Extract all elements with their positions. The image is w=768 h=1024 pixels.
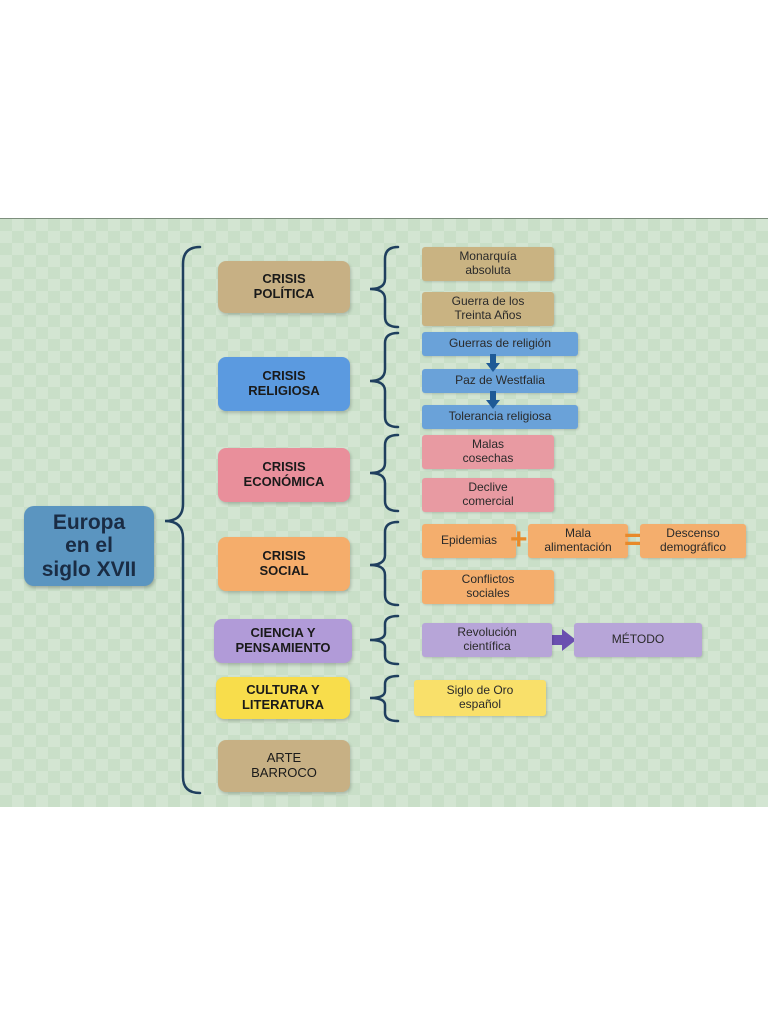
equals-icon: = bbox=[624, 523, 642, 556]
item-guerra-treinta-anos: Guerra de los Treinta Años bbox=[422, 292, 554, 326]
category-crisis-social: CRISIS SOCIAL bbox=[218, 537, 350, 591]
brace-cultura bbox=[369, 674, 400, 723]
category-crisis-economica: CRISIS ECONÓMICA bbox=[218, 448, 350, 502]
item-guerras-religion: Guerras de religión bbox=[422, 332, 578, 356]
category-arte-barroco: ARTE BARROCO bbox=[218, 740, 350, 792]
category-crisis-religiosa: CRISIS RELIGIOSA bbox=[218, 357, 350, 411]
category-cultura-literatura: CULTURA Y LITERATURA bbox=[216, 677, 350, 719]
arrow-down-icon bbox=[486, 391, 500, 409]
plus-icon: + bbox=[510, 523, 528, 556]
item-monarquia-absoluta: Monarquía absoluta bbox=[422, 247, 554, 281]
item-paz-westfalia: Paz de Westfalia bbox=[422, 369, 578, 393]
category-crisis-politica: CRISIS POLÍTICA bbox=[218, 261, 350, 313]
arrow-right-icon bbox=[548, 629, 576, 651]
slide-canvas: Europa en el siglo XVII CRISIS POLÍTICA … bbox=[0, 218, 768, 807]
brace-ciencia bbox=[369, 614, 400, 666]
category-ciencia-pensamiento: CIENCIA Y PENSAMIENTO bbox=[214, 619, 352, 663]
main-brace bbox=[164, 245, 202, 795]
item-siglo-de-oro: Siglo de Oro español bbox=[414, 680, 546, 716]
item-descenso-demografico: Descenso demográfico bbox=[640, 524, 746, 558]
item-revolucion-cientifica: Revolución científica bbox=[422, 623, 552, 657]
brace-politica bbox=[369, 245, 400, 329]
item-epidemias: Epidemias bbox=[422, 524, 516, 558]
item-mala-alimentacion: Mala alimentación bbox=[528, 524, 628, 558]
item-declive-comercial: Declive comercial bbox=[422, 478, 554, 512]
item-metodo: MÉTODO bbox=[574, 623, 702, 657]
brace-social bbox=[369, 520, 400, 607]
item-conflictos-sociales: Conflictos sociales bbox=[422, 570, 554, 604]
item-tolerancia-religiosa: Tolerancia religiosa bbox=[422, 405, 578, 429]
brace-economica bbox=[369, 433, 400, 513]
brace-religiosa bbox=[369, 331, 400, 429]
item-malas-cosechas: Malas cosechas bbox=[422, 435, 554, 469]
arrow-down-icon bbox=[486, 354, 500, 372]
main-topic: Europa en el siglo XVII bbox=[24, 506, 154, 586]
brace-connectors bbox=[164, 245, 576, 795]
